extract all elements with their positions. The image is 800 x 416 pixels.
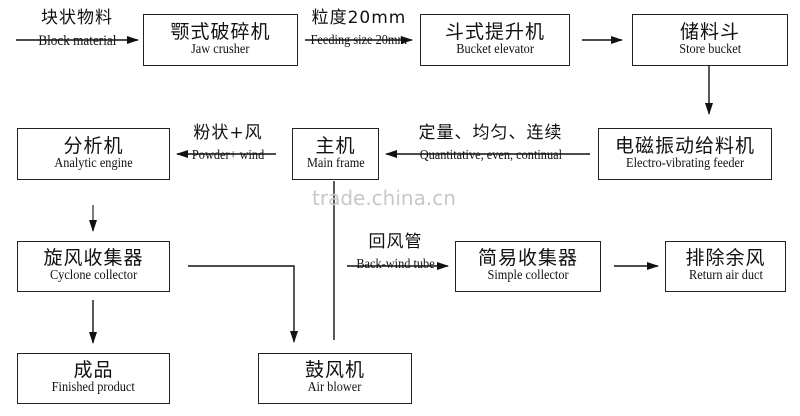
label-en: Feeding size 20mm	[310, 32, 408, 48]
node-simple-collector: 简易收集器 Simple collector	[455, 241, 601, 292]
node-zh: 电磁振动给料机	[614, 134, 755, 157]
label-zh: 粉状+风	[193, 123, 263, 143]
node-zh: 鼓风机	[304, 359, 365, 382]
node-zh: 旋风收集器	[43, 247, 144, 270]
node-air-blower: 鼓风机 Air blower	[258, 353, 412, 404]
node-analytic-engine: 分析机 Analytic engine	[17, 128, 170, 180]
node-vibrating-feeder: 电磁振动给料机 Electro-vibrating feeder	[598, 128, 772, 180]
node-zh: 主机	[315, 134, 356, 157]
label-back-wind-tube: 回风管 Back-wind tube	[343, 232, 448, 273]
node-en: Analytic engine	[54, 155, 133, 171]
node-zh: 成品	[73, 359, 114, 382]
label-zh: 定量、均匀、连续	[418, 123, 563, 143]
node-zh: 颚式破碎机	[170, 20, 271, 43]
label-en: Back-wind tube	[356, 256, 435, 272]
label-zh: 回风管	[368, 232, 423, 252]
label-zh: 块状物料	[41, 8, 113, 28]
arrow-cyclone-to-blower	[188, 265, 298, 343]
label-en: Quantitative, even, continual	[419, 147, 562, 163]
node-en: Simple collector	[487, 268, 569, 284]
node-zh: 分析机	[63, 134, 124, 157]
node-finished-product: 成品 Finished product	[17, 353, 170, 404]
node-zh: 斗式提升机	[444, 20, 545, 43]
node-zh: 简易收集器	[477, 247, 578, 270]
label-en: Block material	[37, 32, 117, 49]
label-quantitative: 定量、均匀、连续 Quantitative, even, continual	[388, 123, 593, 164]
node-en: Air blower	[308, 380, 362, 396]
node-en: Main frame	[306, 155, 365, 171]
label-en: Powder+ wind	[191, 147, 265, 163]
label-zh: 粒度20mm	[311, 8, 407, 28]
node-zh: 储料斗	[679, 20, 740, 43]
node-return-air-duct: 排除余风 Return air duct	[665, 241, 786, 292]
node-en: Cyclone collector	[49, 268, 138, 284]
node-en: Return air duct	[688, 268, 763, 284]
label-feeding-size: 粒度20mm Feeding size 20mm	[298, 8, 420, 49]
node-jaw-crusher: 颚式破碎机 Jaw crusher	[143, 14, 298, 66]
node-en: Bucket elevator	[456, 41, 534, 57]
label-powder-wind: 粉状+风 Powder+ wind	[172, 123, 284, 164]
node-en: Finished product	[51, 380, 136, 396]
label-block-material: 块状物料 Block material	[16, 8, 138, 50]
node-en: Electro-vibrating feeder	[625, 155, 745, 171]
node-main-frame: 主机 Main frame	[292, 128, 379, 180]
node-bucket-elevator: 斗式提升机 Bucket elevator	[420, 14, 570, 66]
node-zh: 排除余风	[685, 247, 766, 270]
watermark: trade.china.cn	[312, 186, 456, 210]
node-cyclone-collector: 旋风收集器 Cyclone collector	[17, 241, 170, 292]
node-en: Jaw crusher	[191, 41, 250, 57]
node-store-bucket: 储料斗 Store bucket	[632, 14, 788, 66]
node-en: Store bucket	[679, 41, 741, 57]
